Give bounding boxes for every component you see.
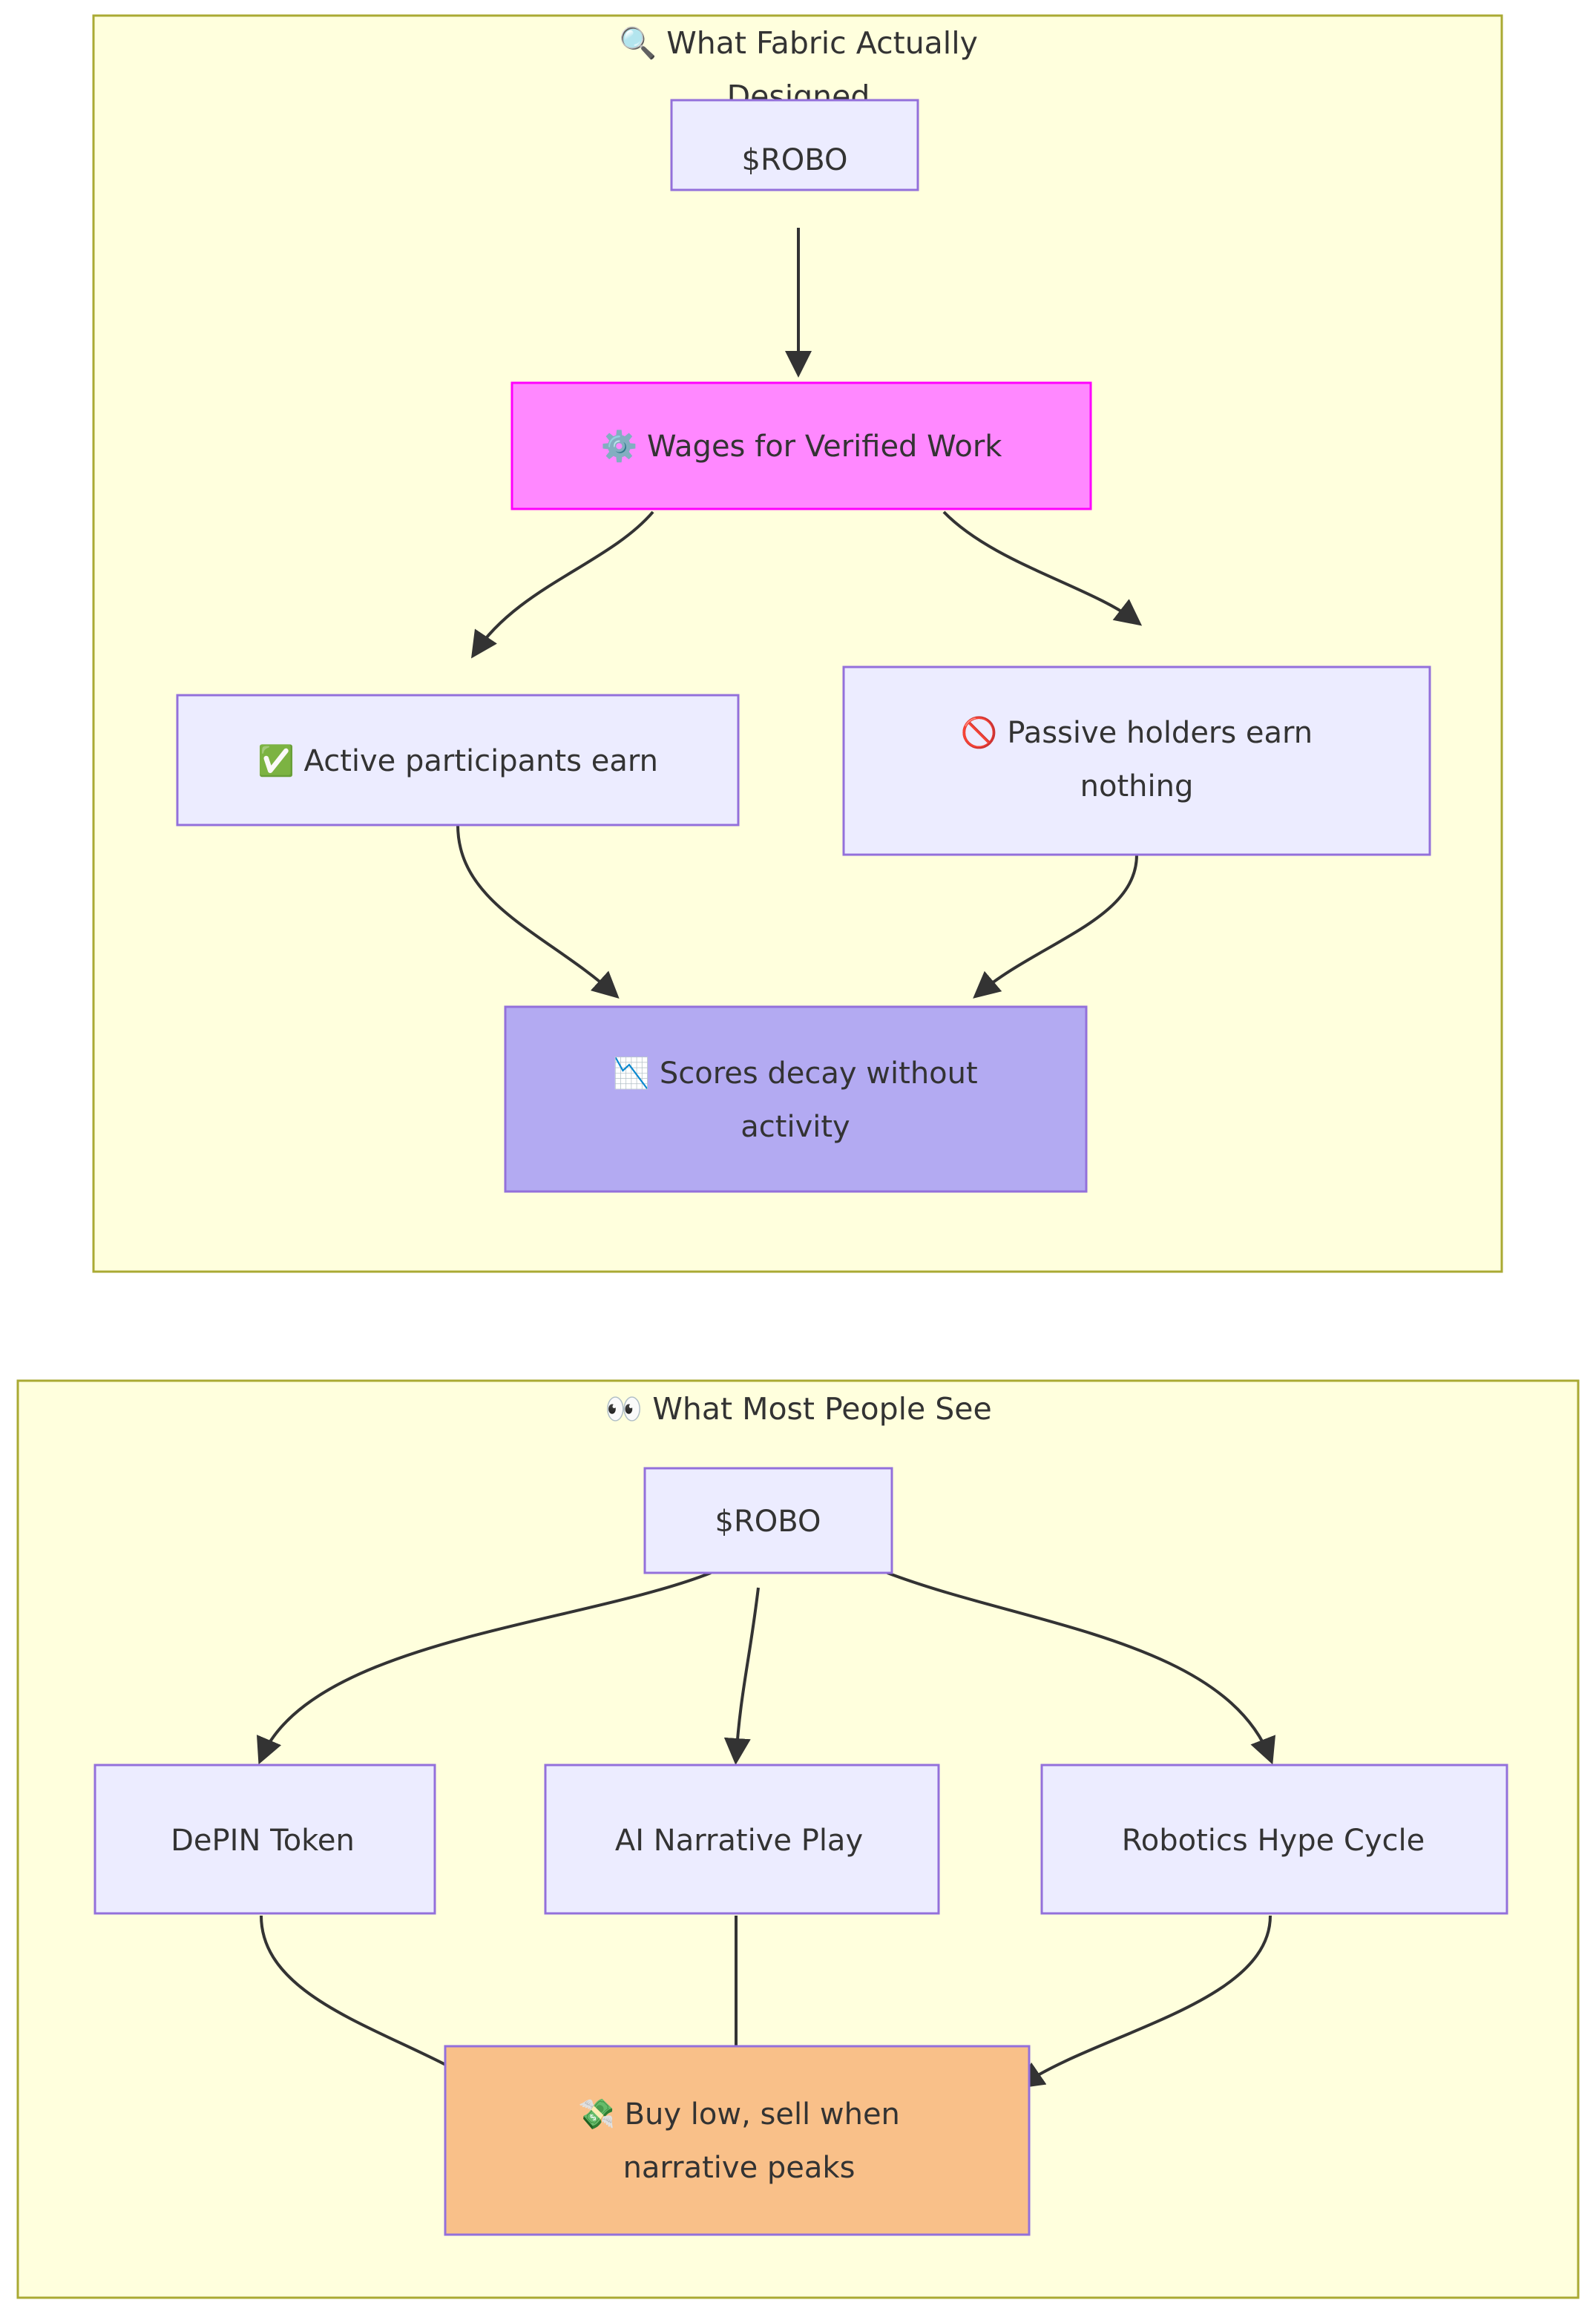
edges-1 — [456, 228, 1143, 999]
node-robo2-rect[interactable] — [643, 1467, 893, 1574]
edge-passive-to-decay — [973, 854, 1138, 999]
node-depin[interactable]: DePIN Token — [93, 1764, 436, 1915]
node-robotics-label: Robotics Hype Cycle — [1122, 1824, 1425, 1858]
node-active-label: ✅ Active participants earn — [257, 743, 658, 778]
node-depin-label: DePIN Token — [171, 1824, 355, 1858]
node-passive-rect[interactable] — [842, 665, 1431, 856]
node-trade-rect[interactable] — [444, 2045, 1031, 2236]
node-trade-label-line2: narrative peaks — [623, 2151, 856, 2185]
node-robotics[interactable]: Robotics Hype Cycle — [1040, 1764, 1508, 1915]
node-wages[interactable]: ⚙️ Wages for Verified Work — [510, 381, 1092, 510]
node-robo-rect[interactable] — [670, 99, 919, 191]
node-decay-label-line2: activity — [740, 1110, 850, 1144]
node-wages-rect[interactable] — [510, 381, 1092, 510]
cluster-title-2: 👀 What Most People See — [605, 1391, 992, 1427]
node-decay-label-line1: 📉 Scores decay without — [613, 1056, 977, 1091]
diagram-what-fabric-actually-designed: 🔍 What Fabric Actually Designed $ROBO ⚙️… — [92, 14, 1503, 1273]
node-ai-rect[interactable] — [544, 1764, 940, 1915]
node-decay[interactable]: 📉 Scores decay without activity — [504, 1005, 1088, 1193]
edge-robotics-to-trade — [1017, 1915, 1272, 2089]
node-passive-label-line1: 🚫 Passive holders earn — [961, 715, 1313, 750]
node-robo[interactable]: $ROBO — [670, 99, 919, 191]
node-robotics-rect[interactable] — [1040, 1764, 1508, 1915]
node-active-rect[interactable] — [176, 694, 740, 826]
node-passive[interactable]: 🚫 Passive holders earn nothing — [842, 665, 1431, 856]
edge-wages-to-passive — [942, 510, 1143, 626]
edge-robo2-to-robotics — [887, 1571, 1275, 1765]
diagram-what-most-people-see: 👀 What Most People See $ROBO DePIN Token… — [16, 1379, 1580, 2299]
node-wages-label: ⚙️ Wages for Verified Work — [601, 429, 1003, 464]
node-robo2-label: $ROBO — [715, 1505, 821, 1539]
edge-robo2-to-depin — [257, 1571, 712, 1765]
node-active[interactable]: ✅ Active participants earn — [176, 694, 740, 826]
node-depin-rect[interactable] — [93, 1764, 436, 1915]
edge-active-to-decay — [456, 824, 620, 999]
cluster-title-1-line1: 🔍 What Fabric Actually — [619, 24, 978, 61]
node-trade-label-line1: 💸 Buy low, sell when — [578, 2097, 900, 2132]
node-trade[interactable]: 💸 Buy low, sell when narrative peaks — [444, 2045, 1031, 2236]
node-ai[interactable]: AI Narrative Play — [544, 1764, 940, 1915]
node-robo2[interactable]: $ROBO — [643, 1467, 893, 1574]
node-ai-label: AI Narrative Play — [615, 1824, 863, 1858]
edge-wages-to-active — [471, 510, 654, 659]
node-decay-rect[interactable] — [504, 1005, 1088, 1193]
node-robo-label: $ROBO — [742, 143, 848, 177]
node-passive-label-line2: nothing — [1080, 769, 1194, 803]
edge-robo2-to-ai — [723, 1587, 760, 1765]
